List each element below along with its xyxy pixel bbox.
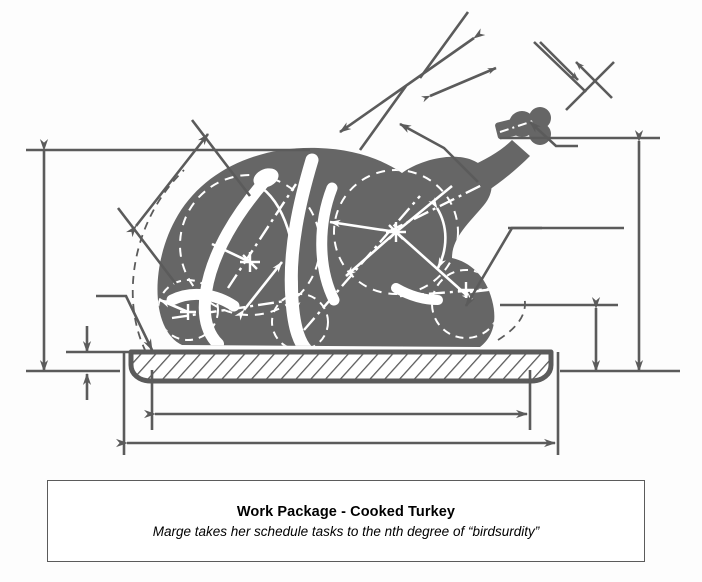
- caption-box: Work Package - Cooked Turkey Marge takes…: [47, 480, 645, 562]
- caption-subtitle: Marge takes her schedule tasks to the nt…: [152, 523, 540, 539]
- turkey-highlight-group: [157, 153, 495, 347]
- construction-arc-left: [131, 169, 185, 353]
- drumstick-joint-highlight: [391, 283, 443, 305]
- dimension-bone-width: [539, 41, 579, 81]
- platter-outline: [128, 349, 554, 384]
- construction-circle-right: [431, 269, 495, 339]
- arc-dimension-breast: [261, 186, 301, 313]
- extension-line-thigh-upper: [418, 11, 470, 79]
- dimension-angled-breast: [125, 133, 210, 238]
- arc-dimension-right: [428, 197, 447, 269]
- breast-seam-highlight: [284, 153, 319, 347]
- construction-circle-small: [157, 279, 219, 341]
- thigh-highlight: [316, 182, 340, 306]
- wing-highlight: [198, 176, 270, 347]
- construction-arc-right: [497, 295, 526, 341]
- drumstick-bone-end: [495, 107, 551, 145]
- wing-tip-highlight: [166, 288, 240, 312]
- inner-dimension-breast-depth: [234, 261, 284, 321]
- leader-line-bone: [529, 121, 578, 148]
- platter-group: [128, 349, 554, 384]
- centerline-breast: [226, 183, 298, 289]
- leader-line-right-body: [464, 226, 542, 307]
- construction-circle-mid: [179, 174, 321, 316]
- extension-line-angled-upper: [190, 119, 252, 197]
- drumstick-neck: [466, 140, 530, 192]
- breast-knob-highlight: [253, 168, 279, 188]
- extension-line-bone-upper: [533, 41, 587, 93]
- radius-dimension-small: [159, 298, 189, 314]
- radius-dimension-large-lower: [345, 231, 397, 277]
- dimension-thigh-length: [339, 28, 486, 134]
- bone-centerline: [499, 119, 537, 133]
- dimension-lines-group: [26, 11, 680, 455]
- radius-dimension-large-upper: [395, 184, 453, 234]
- radius-dimension-large-left: [329, 219, 397, 234]
- turkey-body-group: [157, 107, 551, 347]
- leader-line-left-wing: [96, 294, 154, 351]
- dimension-thigh-width: [421, 66, 497, 103]
- centerline-horizontal-right: [399, 286, 495, 298]
- leader-line-upper-right-body: [399, 122, 479, 183]
- construction-circle-tiny: [271, 293, 329, 347]
- construction-circle-large: [333, 169, 459, 295]
- extension-line-thigh-lower: [358, 85, 408, 151]
- caption-title: Work Package - Cooked Turkey: [236, 503, 456, 520]
- dimension-bone-width-2: [575, 61, 613, 99]
- extension-line-bone-lower: [565, 61, 615, 111]
- inner-dimension-wing: [211, 242, 251, 264]
